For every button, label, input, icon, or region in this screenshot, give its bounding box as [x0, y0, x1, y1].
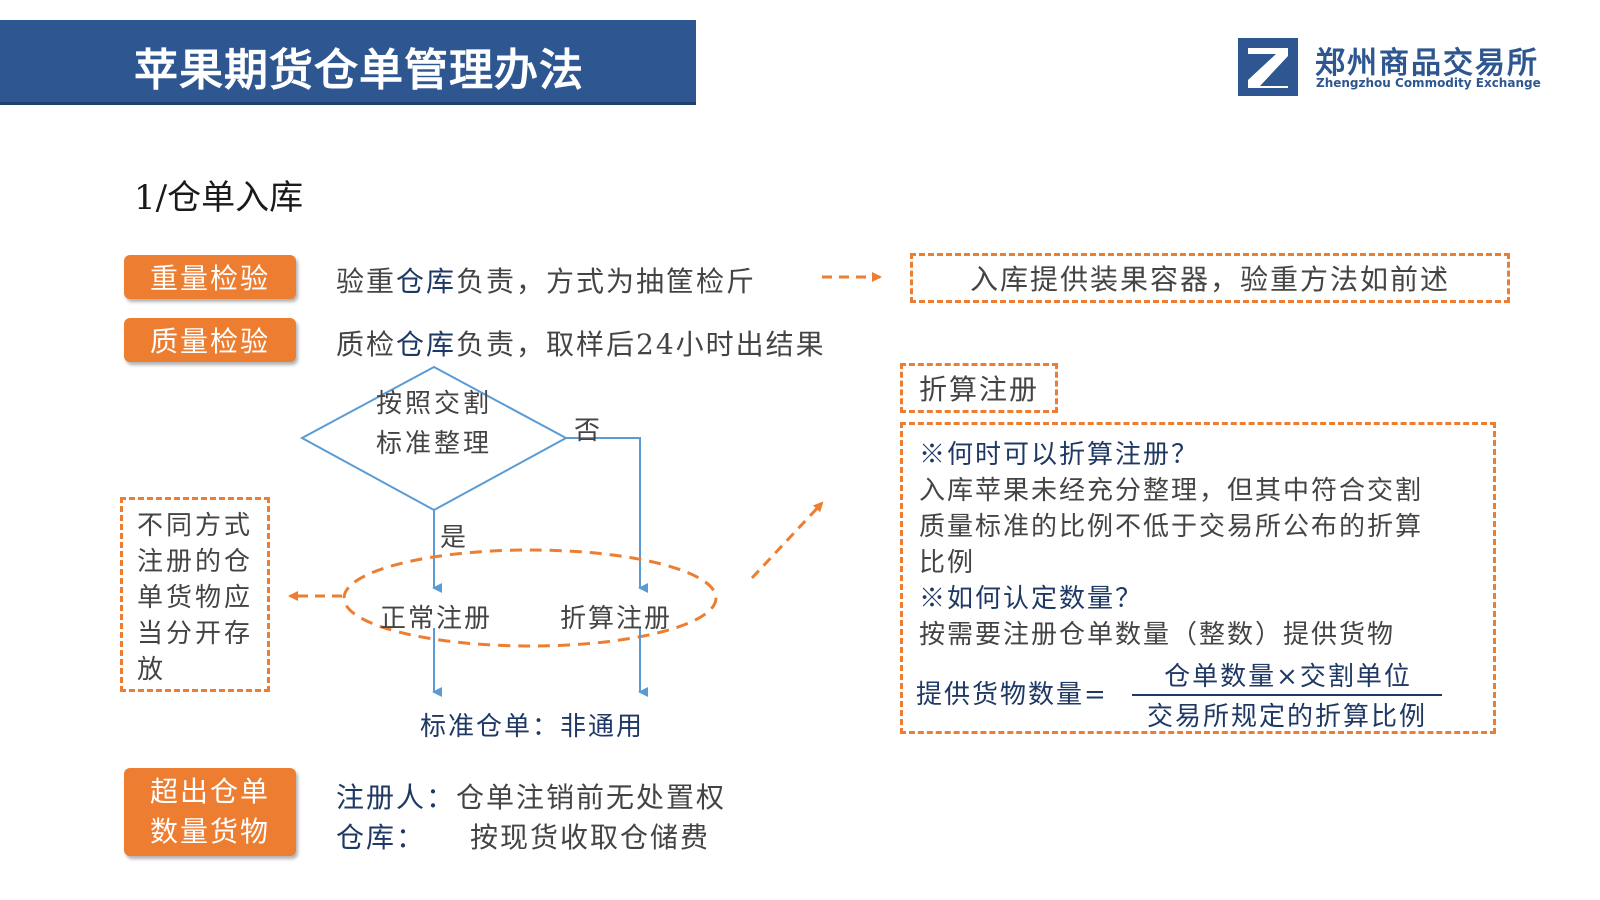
- conversion-answer-1-line-3: 比例: [919, 548, 976, 578]
- no-label: 否: [574, 416, 603, 446]
- quality-text-b: 负责，取样后24小时出结果: [456, 328, 826, 361]
- no-branch-line: [566, 437, 648, 593]
- section-heading: 1/仓单入库: [134, 178, 304, 218]
- weight-inspection-tag: 重量检验: [124, 255, 296, 299]
- formula-label: 提供货物数量=: [916, 680, 1108, 710]
- registrant-label: 注册人：: [336, 781, 457, 814]
- conversion-question-1: ※何时可以折算注册？: [919, 440, 1200, 470]
- zce-logo-icon: [1238, 38, 1298, 96]
- formula-fraction-bar: [1132, 694, 1442, 696]
- container-note-box: 入库提供装果容器，验重方法如前述: [910, 253, 1510, 303]
- standard-warrant-label: 标准仓单：非通用: [420, 712, 645, 742]
- conversion-panel-title: 折算注册: [900, 363, 1058, 413]
- weight-text-b: 负责，方式为抽筐检斤: [456, 265, 757, 298]
- quality-text-a: 质检: [336, 328, 397, 361]
- logo-subtitle: Zhengzhou Commodity Exchange: [1316, 76, 1541, 90]
- warehouse-label: 仓库：: [336, 821, 427, 854]
- page-title: 苹果期货仓单管理办法: [134, 45, 584, 96]
- ellipse-to-panel-arrow: [750, 501, 824, 580]
- excess-tag-line-1: 超出仓单: [149, 775, 270, 808]
- quality-inspection-tag: 质量检验: [124, 318, 296, 362]
- warehouse-text: 按现货收取仓储费: [470, 821, 711, 854]
- quantity-formula: 提供货物数量= 仓单数量×交割单位 交易所规定的折算比例: [916, 656, 1476, 732]
- normal-registration-label: 正常注册: [380, 604, 493, 634]
- title-bar: [0, 20, 696, 105]
- converted-registration-label: 折算注册: [560, 604, 673, 634]
- conversion-answer-1-line-2: 质量标准的比例不低于交易所公布的折算: [919, 512, 1424, 542]
- weight-inspection-text: 验重仓库负责，方式为抽筐检斤: [336, 260, 756, 300]
- conversion-question-2: ※如何认定数量？: [919, 584, 1144, 614]
- decision-text: 按照交割标准整理: [375, 389, 492, 459]
- yes-label: 是: [440, 523, 469, 553]
- quality-text-highlight: 仓库: [396, 328, 457, 361]
- weight-text-highlight: 仓库: [396, 265, 457, 298]
- separate-storage-note: 不同方式注册的仓单货物应当分开存放: [120, 497, 270, 692]
- conversion-answer-1-line-1: 入库苹果未经充分整理，但其中符合交割: [919, 476, 1424, 506]
- excess-tag-line-2: 数量货物: [149, 815, 270, 848]
- conversion-answer-2: 按需要注册仓单数量（整数）提供货物: [919, 620, 1396, 650]
- excess-goods-tag: 超出仓单 数量货物: [124, 768, 296, 856]
- registration-ellipse: [342, 548, 718, 648]
- logo-name: 郑州商品交易所: [1315, 46, 1539, 81]
- conversion-panel: ※何时可以折算注册？ 入库苹果未经充分整理，但其中符合交割 质量标准的比例不低于…: [900, 422, 1496, 734]
- formula-numerator: 仓单数量×交割单位: [1164, 662, 1412, 692]
- excess-warehouse-line: 仓库： 按现货收取仓储费: [336, 816, 710, 856]
- quality-inspection-text: 质检仓库负责，取样后24小时出结果: [336, 323, 826, 363]
- formula-denominator: 交易所规定的折算比例: [1146, 702, 1427, 732]
- registrant-text: 仓单注销前无处置权: [456, 781, 727, 814]
- weight-text-a: 验重: [336, 265, 397, 298]
- excess-registrant-line: 注册人：仓单注销前无处置权: [336, 776, 726, 816]
